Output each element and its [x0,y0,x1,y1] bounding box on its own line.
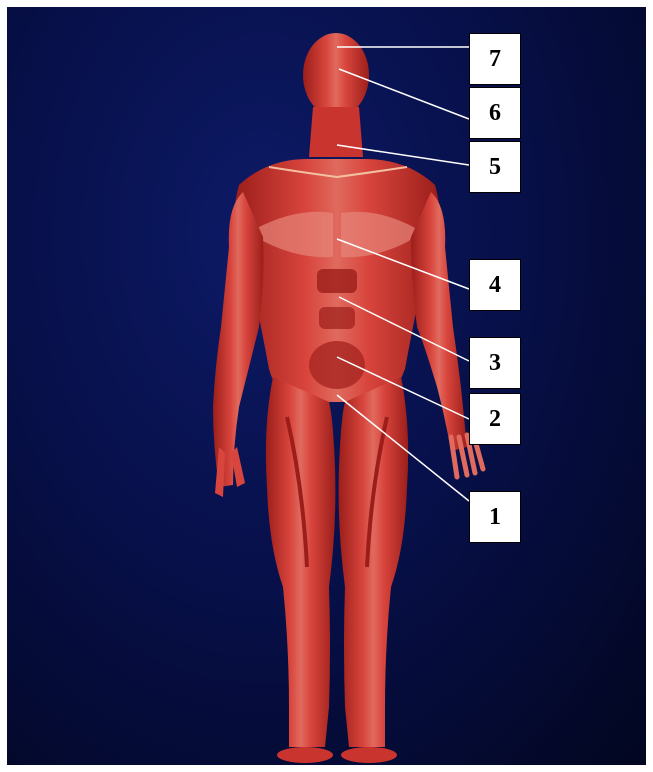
neck [309,107,363,157]
left-leg [266,377,336,747]
label-2: 2 [469,393,521,445]
right-leg [339,377,409,747]
label-5: 5 [469,141,521,193]
right-arm [411,192,467,451]
left-arm [213,192,264,487]
label-3: 3 [469,337,521,389]
label-6: 6 [469,87,521,139]
head [303,33,369,117]
diagram-canvas: 7 6 5 4 3 2 1 [7,7,646,765]
label-4: 4 [469,259,521,311]
label-7: 7 [469,33,521,85]
muscle-figure [7,7,646,765]
label-1: 1 [469,491,521,543]
